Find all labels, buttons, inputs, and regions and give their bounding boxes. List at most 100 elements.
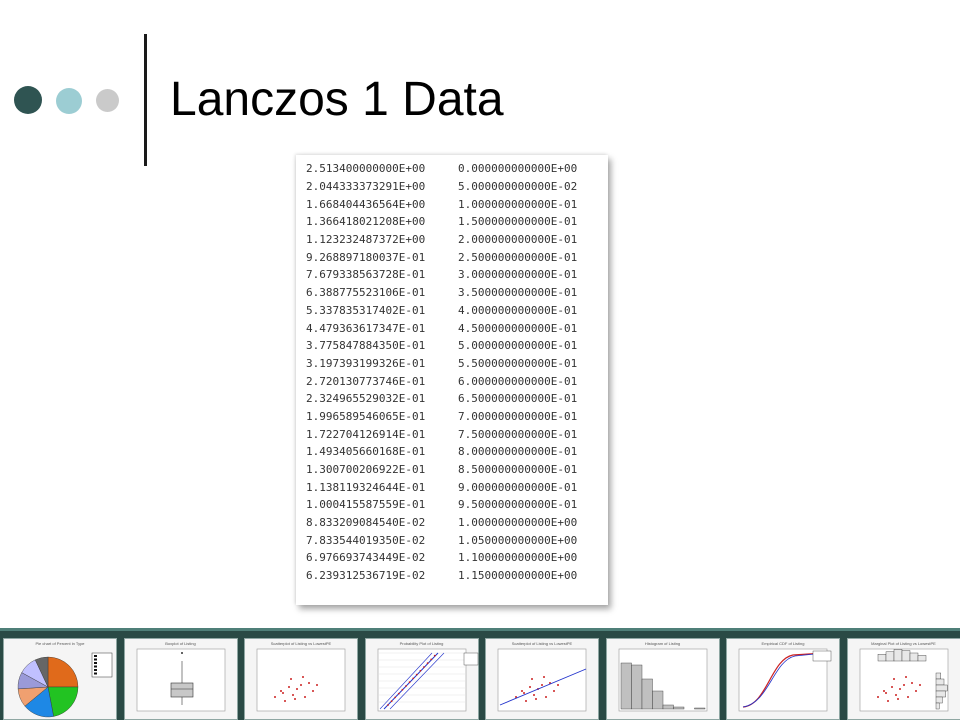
- x-value-cell: 8.500000000000E-01: [458, 463, 578, 477]
- y-value-cell: 3.197393199326E-01: [306, 356, 426, 370]
- y-value-cell: 7.679338563728E-01: [306, 268, 426, 282]
- x-value-cell: 9.000000000000E-01: [458, 480, 578, 494]
- x-value-cell: 4.000000000000E-01: [458, 303, 578, 317]
- x-value-cell: 7.500000000000E-01: [458, 427, 578, 441]
- title-divider: [144, 34, 147, 166]
- table-row: 2.044333373291E+00 5.000000000000E-02: [306, 178, 608, 196]
- table-row: 1.493405660168E-01 8.000000000000E-01: [306, 443, 608, 461]
- thumbnail-ecdf[interactable]: Empirical CDF of Listing: [726, 638, 840, 720]
- table-row: 6.388775523106E-01 3.500000000000E-01: [306, 284, 608, 302]
- x-value-cell: 1.150000000000E+00: [458, 569, 578, 583]
- thumbnail-graphic: [497, 648, 587, 712]
- thumbnail-probability[interactable]: Probability Plot of Listing: [364, 638, 479, 720]
- thumbnail-graphic: [256, 648, 346, 712]
- x-value-cell: 6.500000000000E-01: [458, 392, 578, 406]
- gray-dot-icon: [96, 89, 119, 112]
- thumbnail-boxplot[interactable]: Boxplot of Listing: [123, 638, 238, 720]
- y-value-cell: 8.833209084540E-02: [306, 516, 426, 530]
- thumbnail-title: Probability Plot of Listing: [399, 641, 444, 646]
- thumbnail-graphic: [377, 648, 478, 712]
- thumbnail-scatter[interactable]: Scatterplot of Listing vs LowestPE: [244, 638, 358, 720]
- x-value-cell: 7.000000000000E-01: [458, 409, 578, 423]
- thumbnail-graphic: [618, 648, 707, 712]
- thumbnail-title: Empirical CDF of Listing: [761, 641, 805, 646]
- teal-dot-icon: [56, 88, 82, 114]
- y-value-cell: 2.513400000000E+00: [306, 162, 426, 176]
- table-row: 2.513400000000E+00 0.000000000000E+00: [306, 160, 608, 178]
- x-value-cell: 2.500000000000E-01: [458, 250, 578, 264]
- y-value-cell: 7.833544019350E-02: [306, 533, 426, 547]
- thumbnail-graphic: [17, 652, 113, 718]
- thumbnail-title: Marginal Plot of Listing vs LowestPE: [871, 641, 936, 646]
- x-value-cell: 5.000000000000E-02: [458, 180, 578, 194]
- thumbnail-graphic: [859, 648, 948, 712]
- table-row: 7.679338563728E-01 3.000000000000E-01: [306, 266, 608, 284]
- y-value-cell: 1.996589546065E-01: [306, 409, 426, 423]
- x-value-cell: 5.500000000000E-01: [458, 356, 578, 370]
- y-value-cell: 1.493405660168E-01: [306, 445, 426, 459]
- thumbnail-title: Pie chart of Percent in Type: [35, 641, 85, 646]
- y-value-cell: 1.138119324644E-01: [306, 480, 426, 494]
- y-value-cell: 4.479363617347E-01: [306, 321, 426, 335]
- y-value-cell: 9.268897180037E-01: [306, 250, 426, 264]
- x-value-cell: 4.500000000000E-01: [458, 321, 578, 335]
- thumbnail-title: Histogram of Listing: [644, 641, 681, 646]
- x-value-cell: 8.000000000000E-01: [458, 445, 578, 459]
- y-value-cell: 2.044333373291E+00: [306, 180, 426, 194]
- table-row: 8.833209084540E-02 1.000000000000E+00: [306, 514, 608, 532]
- y-value-cell: 6.239312536719E-02: [306, 569, 426, 583]
- x-value-cell: 2.000000000000E-01: [458, 233, 578, 247]
- table-row: 5.337835317402E-01 4.000000000000E-01: [306, 302, 608, 320]
- thumbnail-title: Scatterplot of Listing vs LowestPE: [511, 641, 573, 646]
- table-row: 1.123232487372E+00 2.000000000000E-01: [306, 231, 608, 249]
- x-value-cell: 3.000000000000E-01: [458, 268, 578, 282]
- y-value-cell: 1.000415587559E-01: [306, 498, 426, 512]
- table-row: 6.976693743449E-02 1.100000000000E+00: [306, 549, 608, 567]
- table-row: 1.722704126914E-01 7.500000000000E-01: [306, 425, 608, 443]
- table-row: 1.000415587559E-01 9.500000000000E-01: [306, 496, 608, 514]
- x-value-cell: 9.500000000000E-01: [458, 498, 578, 512]
- thumbnail-title: Scatterplot of Listing vs LowestPE: [270, 641, 332, 646]
- y-value-cell: 6.388775523106E-01: [306, 286, 426, 300]
- thumbnail-marginal[interactable]: Marginal Plot of Listing vs LowestPE: [846, 638, 960, 720]
- data-table-screenshot: 2.513400000000E+00 0.000000000000E+00 2.04…: [296, 155, 608, 605]
- table-row: 1.366418021208E+00 1.500000000000E-01: [306, 213, 608, 231]
- table-row: 3.197393199326E-01 5.500000000000E-01: [306, 355, 608, 373]
- x-value-cell: 1.000000000000E-01: [458, 197, 578, 211]
- table-row: 1.300700206922E-01 8.500000000000E-01: [306, 461, 608, 479]
- x-value-cell: 5.000000000000E-01: [458, 339, 578, 353]
- y-value-cell: 6.976693743449E-02: [306, 551, 426, 565]
- slide-title: Lanczos 1 Data: [170, 73, 504, 126]
- y-value-cell: 1.668404436564E+00: [306, 197, 426, 211]
- thumbnail-histogram[interactable]: Histogram of Listing: [605, 638, 720, 720]
- x-value-cell: 1.000000000000E+00: [458, 516, 578, 530]
- dark-dot-icon: [14, 86, 42, 114]
- y-value-cell: 1.300700206922E-01: [306, 463, 426, 477]
- y-value-cell: 1.123232487372E+00: [306, 233, 426, 247]
- table-row: 1.138119324644E-01 9.000000000000E-01: [306, 478, 608, 496]
- thumbnail-title: Boxplot of Listing: [165, 641, 196, 646]
- x-value-cell: 6.000000000000E-01: [458, 374, 578, 388]
- y-value-cell: 2.720130773746E-01: [306, 374, 426, 388]
- x-value-cell: 0.000000000000E+00: [458, 162, 578, 176]
- y-value-cell: 2.324965529032E-01: [306, 392, 426, 406]
- table-row: 1.996589546065E-01 7.000000000000E-01: [306, 408, 608, 426]
- x-value-cell: 1.100000000000E+00: [458, 551, 578, 565]
- thumbnail-scatter-fit[interactable]: Scatterplot of Listing vs LowestPE: [485, 638, 599, 720]
- table-row: 4.479363617347E-01 4.500000000000E-01: [306, 319, 608, 337]
- thumbnail-graphic: [136, 648, 225, 712]
- y-value-cell: 3.775847884350E-01: [306, 339, 426, 353]
- table-row: 1.668404436564E+00 1.000000000000E-01: [306, 195, 608, 213]
- thumbnail-pie[interactable]: Pie chart of Percent in Type: [3, 638, 117, 720]
- table-row: 2.720130773746E-01 6.000000000000E-01: [306, 372, 608, 390]
- table-row: 6.239312536719E-02 1.150000000000E+00: [306, 567, 608, 585]
- table-row: 3.775847884350E-01 5.000000000000E-01: [306, 337, 608, 355]
- x-value-cell: 1.500000000000E-01: [458, 215, 578, 229]
- y-value-cell: 1.722704126914E-01: [306, 427, 426, 441]
- y-value-cell: 1.366418021208E+00: [306, 215, 426, 229]
- table-row: 2.324965529032E-01 6.500000000000E-01: [306, 390, 608, 408]
- y-value-cell: 5.337835317402E-01: [306, 303, 426, 317]
- x-value-cell: 3.500000000000E-01: [458, 286, 578, 300]
- table-row: 9.268897180037E-01 2.500000000000E-01: [306, 248, 608, 266]
